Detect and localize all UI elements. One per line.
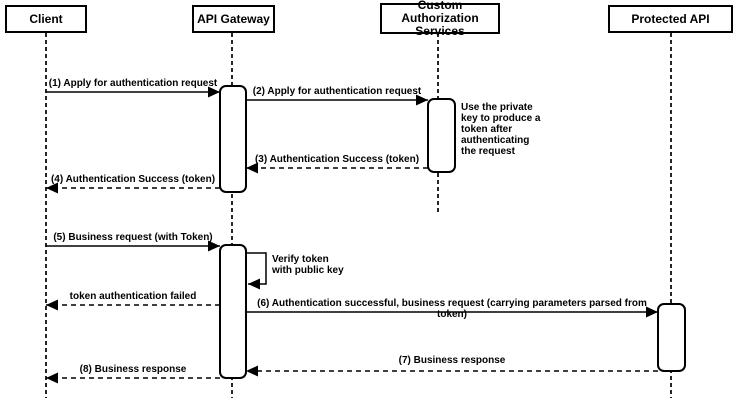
message-label-7: (7) Business response	[398, 355, 506, 366]
activation-custom-authorization-services	[427, 98, 456, 173]
actor-label-protected-api: Protected API	[631, 11, 710, 26]
actor-label-custom-authorization-services: Custom Authorization Services	[401, 0, 479, 38]
message-label-8: (8) Business response	[79, 364, 187, 375]
message-label-5: (5) Business request (with Token)	[53, 232, 213, 243]
message-label-1: (1) Apply for authentication request	[48, 78, 218, 89]
message-label-6: (6) Authentication successful, business …	[257, 298, 647, 320]
actor-box-protected-api: Protected API	[608, 5, 733, 33]
message-label-self-verify-token: Verify token with public key	[272, 254, 344, 276]
arrow-msg-self-verify-token	[246, 252, 267, 290]
activation-api-gateway-auth	[219, 85, 247, 193]
actor-box-client: Client	[5, 5, 87, 33]
message-label-2: (2) Apply for authentication request	[252, 86, 422, 97]
message-label-3: (3) Authentication Success (token)	[254, 154, 420, 165]
note-use-private-key: Use the private key to produce a token a…	[461, 102, 541, 157]
activation-protected-api	[657, 303, 686, 372]
actor-box-api-gateway: API Gateway	[192, 5, 275, 33]
activation-api-gateway-business	[219, 244, 247, 379]
actor-box-custom-authorization-services: Custom Authorization Services	[380, 0, 500, 38]
message-label-token-failed: token authentication failed	[69, 291, 197, 302]
actor-label-client: Client	[29, 11, 63, 26]
message-label-4: (4) Authentication Success (token)	[50, 174, 216, 185]
actor-label-api-gateway: API Gateway	[197, 11, 270, 26]
